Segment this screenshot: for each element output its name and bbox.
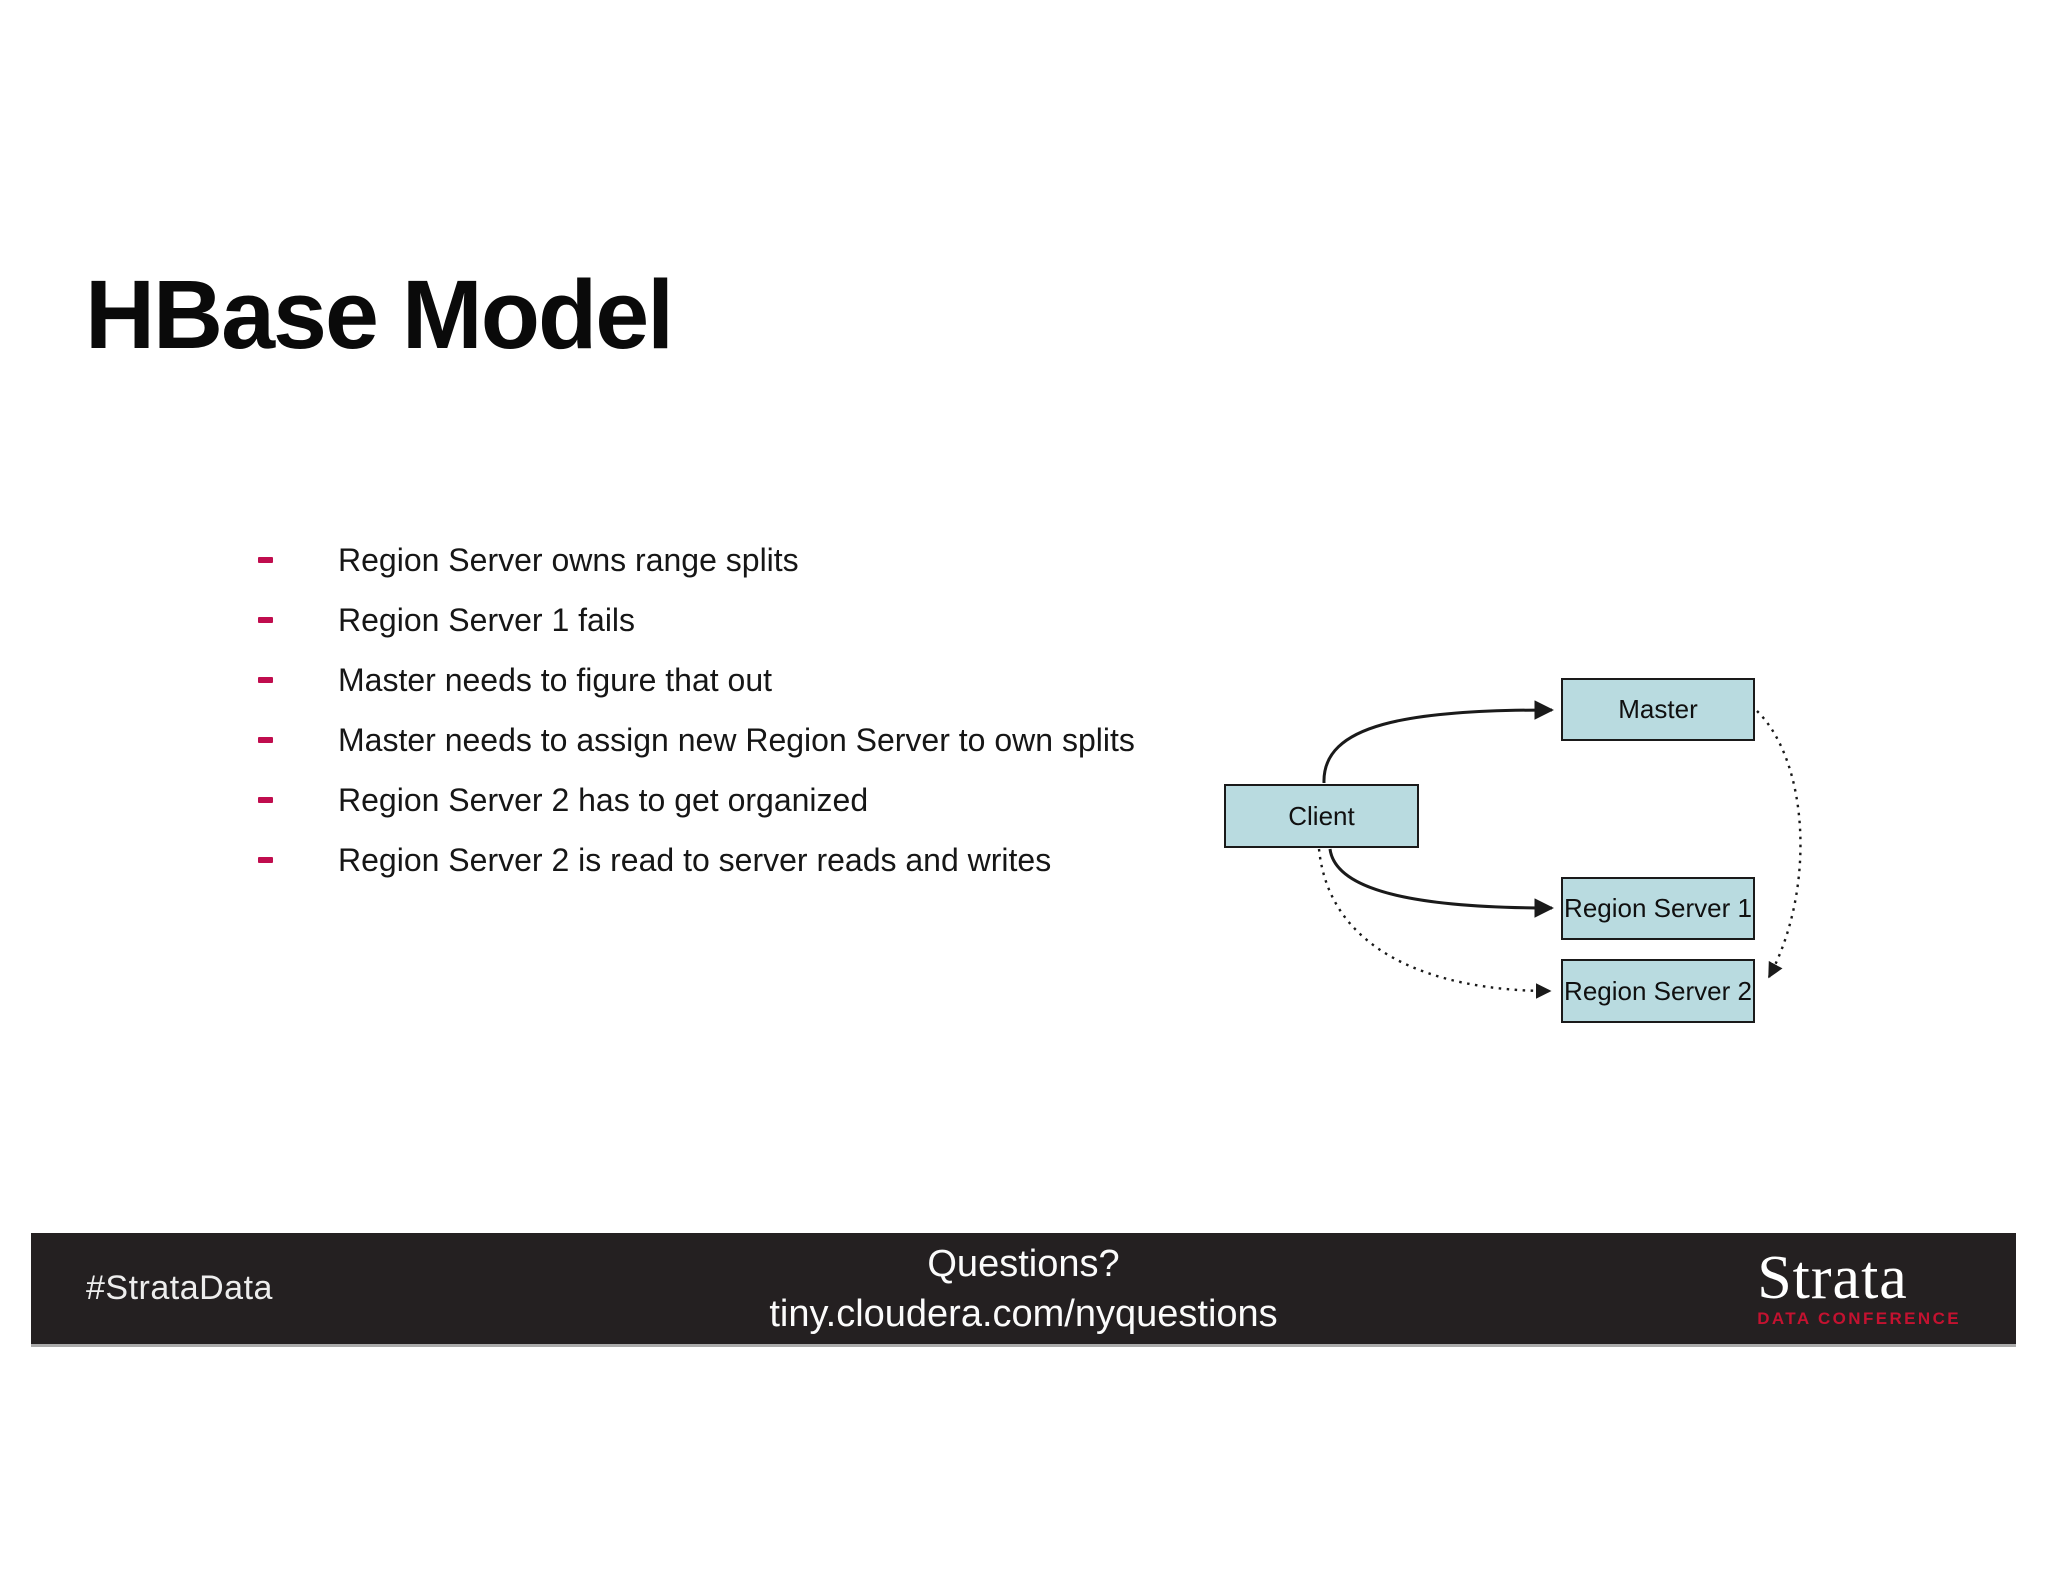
dash-bullet-icon [258, 557, 273, 563]
edge-master-rs2 [1756, 710, 1802, 979]
footer-questions: Questions? tiny.cloudera.com/nyquestions [31, 1239, 2016, 1339]
edge-client-master [1322, 700, 1554, 784]
footer-question-line1: Questions? [927, 1243, 1120, 1285]
bullet-text: Region Server 1 fails [338, 601, 636, 638]
bullet-item: Region Server 2 has to get organized [258, 770, 1135, 830]
bullet-text: Master needs to figure that out [338, 661, 773, 698]
node-label: Region Server 1 [1564, 893, 1752, 923]
footer-bar: #StrataData Questions? tiny.cloudera.com… [31, 1233, 2016, 1347]
bullet-item: Master needs to figure that out [258, 650, 1135, 710]
strata-logo: Strata DATA CONFERENCE [1757, 1233, 1961, 1344]
slide-title: HBase Model [85, 260, 674, 369]
node-label: Master [1618, 694, 1698, 724]
bullet-item: Master needs to assign new Region Server… [258, 710, 1135, 770]
dash-bullet-icon [258, 617, 273, 623]
edge-client-rs1 [1328, 848, 1554, 918]
strata-logo-wordmark: Strata [1757, 1243, 1908, 1312]
footer-hashtag: #StrataData [86, 1269, 273, 1307]
dash-bullet-icon [258, 737, 273, 743]
bullet-text: Region Server owns range splits [338, 541, 799, 578]
bullet-item: Region Server 1 fails [258, 590, 1135, 650]
dash-bullet-icon [258, 677, 273, 683]
diagram-node-region-server-1: Region Server 1 [1561, 877, 1755, 940]
edge-client-rs2 [1317, 848, 1552, 999]
bullet-item: Region Server 2 is read to server reads … [258, 830, 1135, 890]
bullet-item: Region Server owns range splits [258, 530, 1135, 590]
dash-bullet-icon [258, 797, 273, 803]
bullet-text: Region Server 2 is read to server reads … [338, 841, 1052, 878]
dash-bullet-icon [258, 857, 273, 863]
bullet-text: Region Server 2 has to get organized [338, 781, 869, 818]
node-label: Client [1288, 800, 1355, 831]
bullet-text: Master needs to assign new Region Server… [338, 721, 1135, 758]
node-label: Region Server 2 [1564, 975, 1752, 1006]
diagram-node-client: Client [1224, 784, 1419, 848]
bullet-list: Region Server owns range splits Region S… [258, 530, 1135, 890]
diagram-node-master: Master [1561, 678, 1755, 741]
diagram-node-region-server-2: Region Server 2 [1561, 959, 1755, 1023]
footer-question-url: tiny.cloudera.com/nyquestions [769, 1293, 1278, 1335]
strata-logo-subtitle: DATA CONFERENCE [1757, 1308, 1961, 1328]
